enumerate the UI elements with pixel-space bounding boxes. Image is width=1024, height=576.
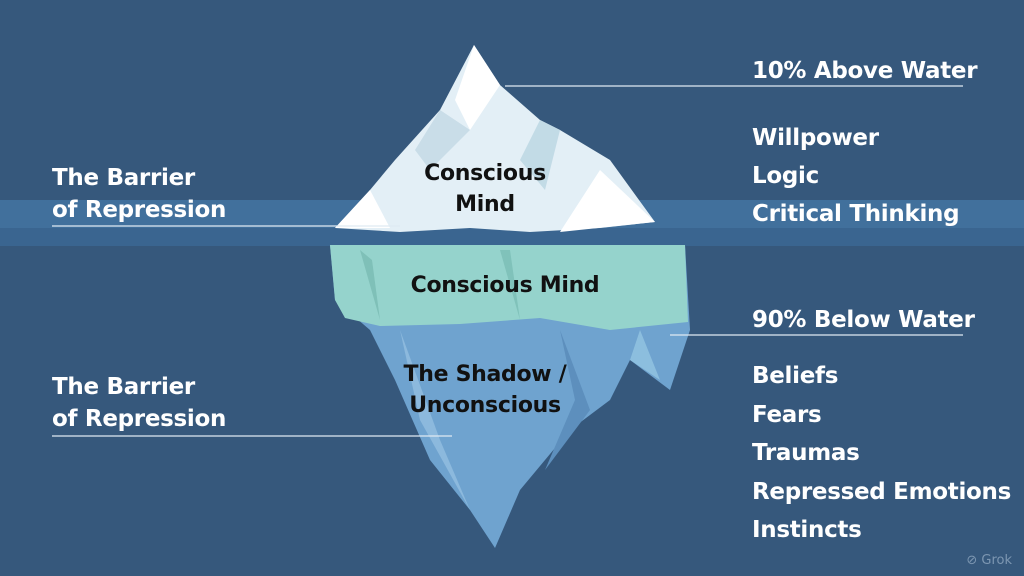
water-surface-dark bbox=[0, 228, 1024, 246]
grok-watermark: ⊘ Grok bbox=[966, 553, 1012, 568]
tip-label-line1: Conscious bbox=[424, 161, 546, 186]
list-item: Fears bbox=[752, 401, 822, 428]
above-water-list: Willpower Logic Critical Thinking bbox=[752, 119, 960, 233]
list-item: Instincts bbox=[752, 517, 862, 543]
bottom-label-line2: Unconscious bbox=[409, 393, 561, 418]
tip-label: Conscious Mind bbox=[420, 158, 550, 220]
left-label-top: The Barrier of Repression bbox=[52, 162, 226, 226]
list-item: Logic bbox=[752, 163, 819, 189]
list-item: Repressed Emotions bbox=[752, 478, 1011, 505]
below-water-heading: 90% Below Water bbox=[752, 307, 975, 333]
tip-label-line2: Mind bbox=[455, 192, 515, 217]
left-label-top-line1: The Barrier bbox=[52, 165, 195, 191]
bottom-label: The Shadow / Unconscious bbox=[400, 359, 570, 421]
watermark-text: Grok bbox=[981, 553, 1012, 568]
below-water-list: Beliefs Fears Traumas Repressed Emotions… bbox=[752, 357, 1011, 550]
list-item: Critical Thinking bbox=[752, 201, 960, 227]
list-item: Beliefs bbox=[752, 363, 839, 389]
iceberg-tip bbox=[335, 45, 655, 232]
above-water-heading: 10% Above Water bbox=[752, 58, 978, 84]
list-item: Traumas bbox=[752, 440, 860, 466]
bottom-label-line1: The Shadow / bbox=[403, 362, 567, 387]
middle-label: Conscious Mind bbox=[410, 273, 600, 298]
left-label-bottom: The Barrier of Repression bbox=[52, 371, 226, 435]
iceberg-underwater bbox=[330, 245, 690, 548]
leader-lines bbox=[52, 85, 963, 437]
grok-logo-icon: ⊘ bbox=[966, 553, 978, 568]
left-label-bottom-line2: of Repression bbox=[52, 406, 227, 432]
left-label-bottom-line1: The Barrier bbox=[52, 374, 195, 400]
list-item: Willpower bbox=[752, 125, 879, 151]
left-label-top-line2: of Repression bbox=[52, 197, 227, 223]
